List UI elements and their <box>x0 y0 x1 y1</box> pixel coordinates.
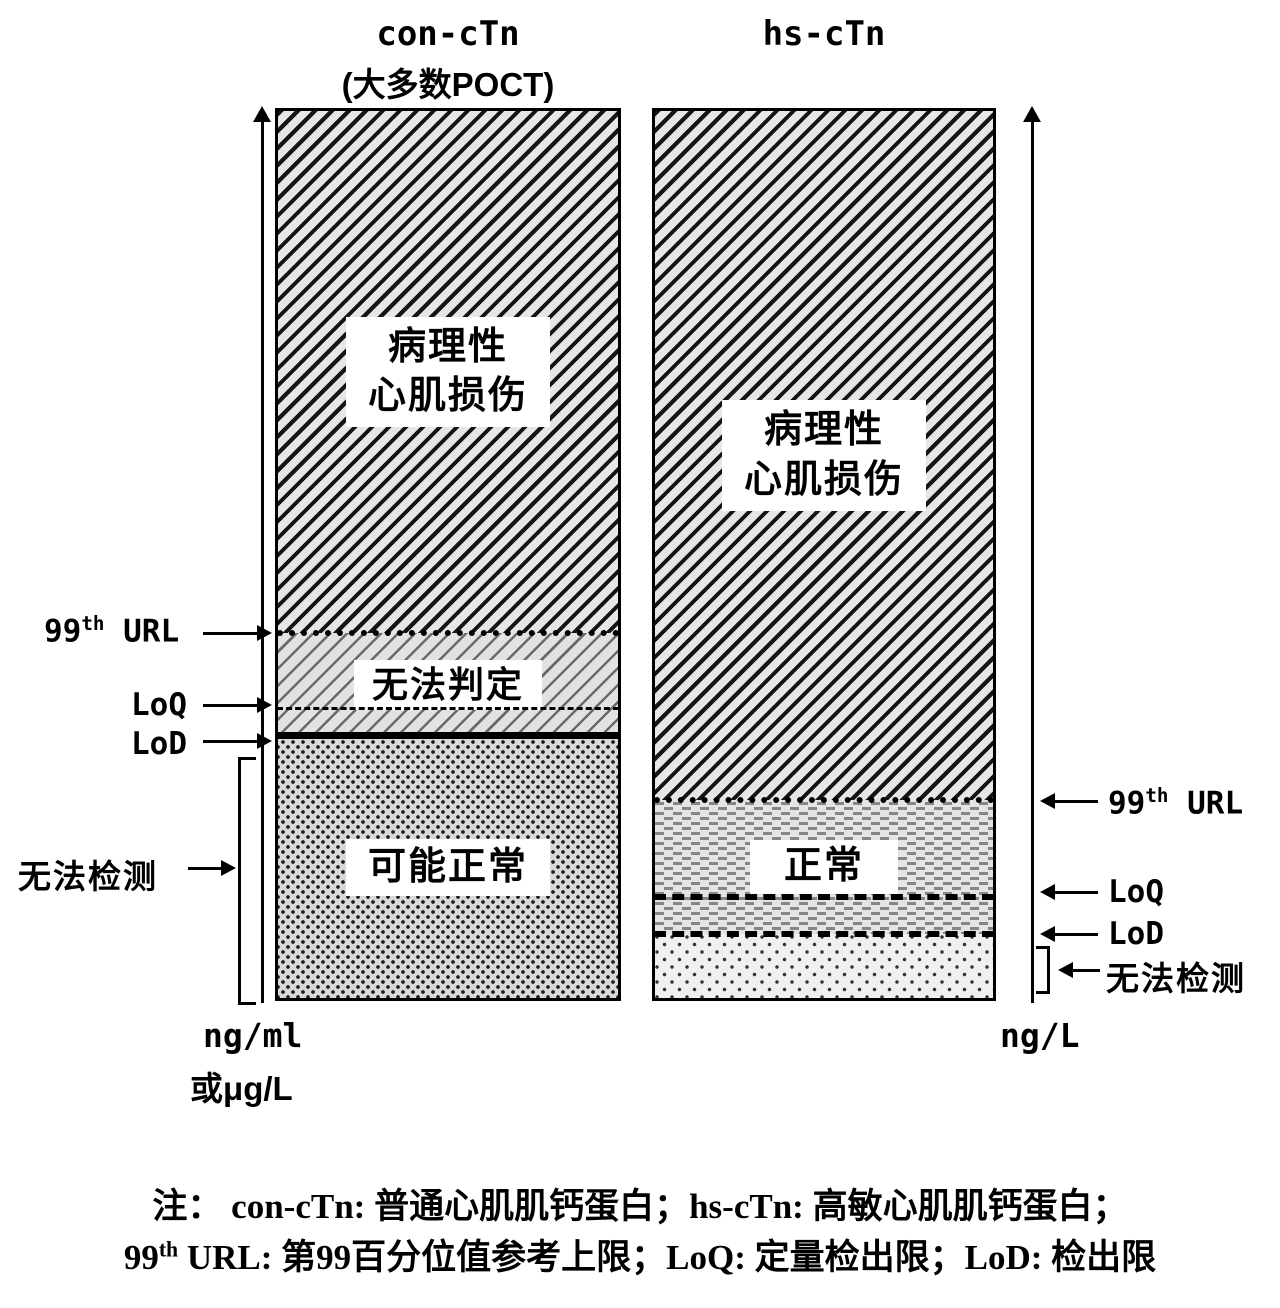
left-bar-title: con-cTn <box>376 14 520 54</box>
right-bar-title: hs-cTn <box>762 14 886 54</box>
right-axis-arrowhead-icon <box>1023 106 1041 122</box>
footnote-line1: 注： con-cTn: 普通心肌肌钙蛋白；hs-cTn: 高敏心肌肌钙蛋白； <box>152 1187 1128 1226</box>
arrow-right-icon <box>257 733 272 749</box>
left-loq-label: LoQ <box>131 687 187 723</box>
left-lod-label: LoD <box>131 726 187 762</box>
right-loq-arrow <box>1040 884 1098 900</box>
hs-ctn-normal-label: 正常 <box>749 840 898 894</box>
right-lod-label: LoD <box>1108 916 1164 952</box>
footnote-line2: 99th URL: 第99百分位值参考上限；LoQ: 定量检出限；LoD: 检出… <box>0 1233 1280 1284</box>
footnote: 注： con-cTn: 普通心肌肌钙蛋白；hs-cTn: 高敏心肌肌钙蛋白； 9… <box>0 1182 1280 1284</box>
con-ctn-url-line <box>277 630 619 636</box>
hs-ctn-loq-line <box>654 894 994 900</box>
hs-ctn-bar: 病理性 心肌损伤 正常 <box>652 108 996 1001</box>
hs-ctn-pathological-label: 病理性 心肌损伤 <box>721 400 926 511</box>
left-undetectable-arrow <box>188 860 236 876</box>
pathological-line1: 病理性 <box>387 325 508 368</box>
arrow-shaft <box>203 703 257 707</box>
url-number: 99 <box>44 613 82 650</box>
con-ctn-lod-line <box>277 732 619 739</box>
pathological-line2: 心肌损伤 <box>367 375 528 417</box>
right-url-label: 99th URL <box>1108 784 1243 821</box>
con-ctn-pathological-label: 病理性 心肌损伤 <box>345 316 550 428</box>
right-axis-shaft <box>1030 118 1034 1003</box>
arrow-left-icon <box>1040 793 1055 809</box>
arrow-left-icon <box>1040 926 1055 942</box>
hs-ctn-normal-zone: 正常 <box>655 800 993 934</box>
right-axis-arrow <box>1023 106 1041 1003</box>
con-ctn-possibly-normal-label: 可能正常 <box>345 838 550 897</box>
right-loq-label: LoQ <box>1108 874 1164 910</box>
con-ctn-indeterminate-label: 无法判定 <box>353 659 542 711</box>
url-text: URL <box>1168 785 1244 822</box>
right-undetectable-label: 无法检测 <box>1106 960 1246 997</box>
arrow-shaft <box>1073 968 1100 972</box>
left-axis-shaft <box>260 118 264 1003</box>
footnote-url-number: 99 <box>123 1237 159 1277</box>
url-superscript: th <box>1145 784 1169 807</box>
left-axis-arrow <box>253 106 271 1003</box>
hs-ctn-undetectable-zone <box>655 934 993 998</box>
right-url-arrow <box>1040 793 1098 809</box>
arrow-shaft <box>1055 799 1098 803</box>
left-loq-arrow <box>203 697 272 713</box>
url-text: URL <box>104 613 180 650</box>
con-ctn-pathological-zone: 病理性 心肌损伤 <box>278 111 618 633</box>
right-lod-arrow <box>1040 926 1098 942</box>
left-undetectable-label: 无法检测 <box>18 858 158 895</box>
right-undetectable-arrow <box>1058 962 1100 978</box>
left-lod-arrow <box>203 733 272 749</box>
hs-ctn-url-line <box>654 797 994 803</box>
con-ctn-bar: 病理性 心肌损伤 无法判定 可能正常 <box>275 108 621 1001</box>
con-ctn-indeterminate-zone: 无法判定 <box>278 633 618 737</box>
footnote-url-superscript: th <box>158 1237 179 1262</box>
arrow-shaft <box>188 866 221 870</box>
pathological-line2: 心肌损伤 <box>743 458 904 501</box>
arrow-left-icon <box>1058 962 1073 978</box>
url-superscript: th <box>81 612 105 635</box>
arrow-right-icon <box>221 860 236 876</box>
arrow-right-icon <box>257 625 272 641</box>
right-unit: ng/L <box>1000 1016 1080 1055</box>
arrow-shaft <box>203 739 257 743</box>
hs-ctn-lod-line <box>654 931 994 937</box>
right-undetectable-bracket <box>1036 946 1050 994</box>
left-undetectable-bracket <box>238 757 256 1005</box>
arrow-left-icon <box>1040 884 1055 900</box>
left-url-label: 99th URL <box>44 612 179 649</box>
url-number: 99 <box>1108 785 1146 822</box>
con-ctn-loq-line <box>277 707 619 710</box>
left-axis-arrowhead-icon <box>253 106 271 122</box>
con-ctn-possibly-normal-zone: 可能正常 <box>278 737 618 998</box>
hs-ctn-pathological-zone: 病理性 心肌损伤 <box>655 111 993 800</box>
pathological-line1: 病理性 <box>763 409 884 452</box>
arrow-right-icon <box>257 697 272 713</box>
arrow-shaft <box>1055 890 1098 894</box>
left-unit-line2: 或μg/L <box>190 1070 293 1107</box>
arrow-shaft <box>203 631 257 635</box>
left-unit-line1: ng/ml <box>203 1016 303 1055</box>
footnote-line2-text: URL: 第99百分位值参考上限；LoQ: 定量检出限；LoD: 检出限 <box>178 1237 1157 1277</box>
left-url-arrow <box>203 625 272 641</box>
left-bar-subtitle: (大多数POCT) <box>341 66 555 103</box>
arrow-shaft <box>1055 932 1098 936</box>
